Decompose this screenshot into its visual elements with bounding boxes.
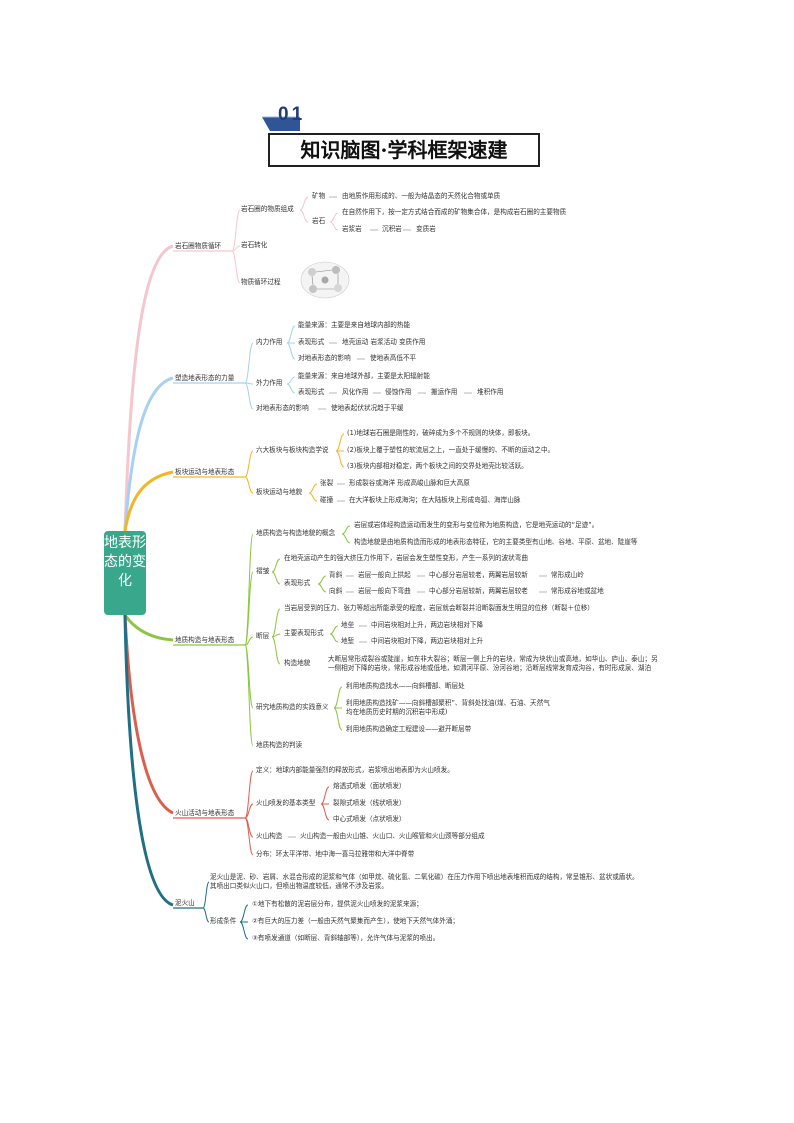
b4-syncline-b: 中心部分岩层较新，两翼岩层较老	[429, 587, 528, 595]
branch-curve-4	[123, 614, 174, 642]
b5-structure: 火山构造	[256, 832, 283, 840]
b1-metamorphic: 变质岩	[416, 225, 436, 233]
branch-6-label: 泥火山	[175, 899, 195, 907]
b5-distribution: 分布：环太平洋带、地中海一喜马拉雅带和大洋中脊带	[256, 850, 415, 858]
header-bar	[262, 117, 300, 131]
branch-4-label: 地质构造与地表形态	[175, 636, 235, 644]
branch-1-label: 岩石圈物质循环	[175, 242, 222, 250]
b1-mineral-def: 由地质作用形成的、一般为结晶态的天然化合物或单质	[342, 192, 501, 200]
section-number: 01	[278, 104, 306, 125]
b2-external-effect-text: 使地表起伏状况趋于平缓	[331, 404, 404, 412]
b2-internal-effect-text: 使地表高低不平	[370, 354, 417, 362]
branch-curve-1	[123, 244, 174, 532]
b4-practical-engineering: 利用地质构造确定工程建设——避开断层带	[346, 725, 472, 733]
b3-theory-2: (2)板块上覆于塑性的软流层之上，一直处于缓慢的、不断的运动之中。	[347, 446, 555, 454]
rock-cycle-diagram-thumbnail	[300, 261, 350, 299]
b2-internal-forms-list: 地壳运动 岩浆活动 变质作用	[342, 338, 426, 346]
b2-internal-forms: 表现形式	[298, 338, 325, 346]
b4-anticline-b: 中心部分岩层较老，两翼岩层较新	[429, 571, 528, 579]
b2-external-effect: 对地表形态的影响	[256, 404, 309, 412]
b4-anticline: 背斜	[329, 571, 343, 579]
b1-sedimentary: 沉积岩	[382, 225, 402, 233]
root-label: 地表形态的变化	[104, 535, 146, 589]
b2-deposition: 堆积作用	[477, 388, 504, 396]
b3-plate-theory: 六大板块与板块构造学说	[256, 446, 329, 454]
b2-erosion: 侵蚀作用	[385, 388, 412, 396]
b1-rock: 岩石	[312, 217, 326, 225]
b6-conditions: 形成条件	[210, 917, 237, 925]
b4-anticline-a: 岩层一般向上拱起	[358, 571, 411, 579]
b4-interpretation: 地质构造的判读	[256, 741, 303, 749]
b4-concept: 地质构造与构造地貌的概念	[256, 529, 336, 537]
b2-external-energy: 能量来源：来自地球外部，主要是太阳辐射能	[298, 372, 430, 380]
b3-divergent: 张裂	[320, 479, 334, 487]
b5-types: 火山喷发的基本类型	[256, 799, 316, 807]
b4-graben-text: 中间岩块相对下降，两边岩块相对上升	[371, 637, 484, 645]
b1-igneous: 岩浆岩	[342, 225, 362, 233]
branch-2-label: 塑造地表形态的力量	[175, 374, 235, 382]
b4-syncline: 向斜	[329, 587, 343, 595]
b4-horst: 地垒	[341, 621, 355, 629]
b4-graben: 地堑	[341, 637, 355, 645]
b4-practical-water: 利用地质构造找水——向斜槽部、断层处	[346, 682, 465, 690]
b4-tectonic-landforms: 构造地貌	[284, 659, 311, 667]
branch-3-label: 板块运动与地表形态	[175, 468, 235, 476]
b3-plate-landforms: 板块运动与地貌	[256, 488, 303, 496]
b5-structure-text: 火山构造一般由火山锥、火山口、火山喉管和火山颈等部分组成	[300, 832, 485, 840]
b4-practical-mineral: 利用地质构造找矿——向斜槽部聚积”、背斜处找油(煤、石油、天然气均在地质历史时期…	[346, 699, 550, 716]
branch-curve-6	[123, 614, 174, 907]
b4-fault-def: 当岩层受到的压力、张力等超出所能承受的程度，岩层就会断裂并沿断裂面发生明显的位移…	[284, 604, 594, 612]
b1-rock-def: 在自然作用下，按一定方式结合而成的矿物集合体，是构成岩石圈的主要物质	[342, 208, 567, 216]
b6-definition: 泥火山是泥、砂、岩屑、水混合形成的泥浆和气体（如甲烷、硫化氢、二氧化碳）在压力作…	[210, 873, 639, 890]
b3-divergent-text: 形成裂谷或海洋 形成高峻山脉和巨大高原	[349, 479, 470, 487]
b4-syncline-a: 岩层一般向下弯曲	[358, 587, 411, 595]
b2-weathering: 风化作用	[342, 388, 369, 396]
b6-condition-2: ②有巨大的压力差（一般由天然气聚集而产生），使地下天然气体外涌；	[252, 917, 460, 925]
branch-curve-3	[123, 470, 174, 532]
b1-rock-composition: 岩石圈的物质组成	[241, 205, 294, 213]
b2-internal-effect: 对地表形态的影响	[298, 354, 351, 362]
b3-theory-1: (1)地球岩石圈是刚性的，破碎成为多个不规则的块体，即板块。	[347, 429, 535, 437]
b6-condition-1: ①地下有松散的泥岩层分布，提供泥火山喷发的泥浆来源；	[252, 900, 423, 908]
b3-collision-text: 在大洋板块上形成海沟；在大陆板块上形成岛弧、海岸山脉	[349, 496, 521, 504]
b3-theory-3: (3)板块内部相对稳定，两个板块之间的交界处地壳比较活跃。	[347, 462, 528, 470]
branch-curve-2	[123, 376, 174, 532]
b1-cycle-process: 物质循环过程	[241, 278, 281, 286]
b2-external-forms: 表现形式	[298, 388, 325, 396]
section-title: 知识脑图·学科框架速建	[300, 138, 508, 162]
b2-external-force: 外力作用	[256, 379, 283, 387]
b2-transport: 搬运作用	[431, 388, 458, 396]
b3-collision: 碰撞	[320, 496, 334, 504]
b4-practical: 研究地质构造的实践意义	[256, 703, 329, 711]
b4-fold-forms: 表现形式	[284, 579, 311, 587]
b5-type-central: 中心式喷发（点状喷发）	[333, 815, 406, 823]
b5-definition: 定义：地球内部能量强烈的释放形式，岩浆喷出地表即为火山喷发。	[256, 766, 454, 774]
b1-rock-transform: 岩石转化	[241, 241, 268, 249]
b4-fault: 断层	[256, 632, 270, 640]
b1-mineral: 矿物	[312, 192, 326, 200]
branch-5-label: 火山活动与地表形态	[175, 809, 235, 817]
b4-anticline-c: 常形成山岭	[551, 571, 584, 579]
b4-fault-forms: 主要表现形式	[284, 629, 324, 637]
section-title-box: 知识脑图·学科框架速建	[268, 133, 540, 167]
b4-concept-2: 构造地貌是由地质构造而形成的地表形态特征，它的主要类型有山地、谷地、平原、盆地、…	[354, 538, 638, 546]
b6-condition-3: ③有喷发通道（如断层、背斜轴部等），允许气体与泥浆的喷出。	[252, 934, 440, 942]
b4-concept-1: 岩层或岩体经构造运动而发生的变形与变位称为地质构造，它是地壳运动的“足迹”。	[354, 521, 599, 529]
b4-tectonic-landforms-text: 大断层常形成裂谷或陡崖，如东非大裂谷；断层一侧上升的岩块，常成为块状山或高地，如…	[328, 655, 658, 672]
root-topic: 地表形态的变化	[104, 531, 146, 615]
b4-horst-text: 中间岩块相对上升，两边岩块相对下降	[371, 621, 484, 629]
b2-internal-energy: 能量来源：主要是来自地球内部的热能	[298, 321, 411, 329]
b5-type-areal: 熔透式喷发（面状喷发）	[333, 782, 406, 790]
b2-internal-force: 内力作用	[256, 338, 283, 346]
b5-type-fissure: 裂隙式喷发（线状喷发）	[333, 799, 406, 807]
b4-fold: 褶皱	[256, 567, 270, 575]
branch-curve-5	[123, 614, 174, 815]
b4-fold-def: 在地壳运动产生的强大挤压力作用下，岩层会发生塑性变形，产生一系列的波状弯曲	[284, 554, 528, 562]
b4-syncline-c: 常形成谷地或盆地	[551, 587, 604, 595]
